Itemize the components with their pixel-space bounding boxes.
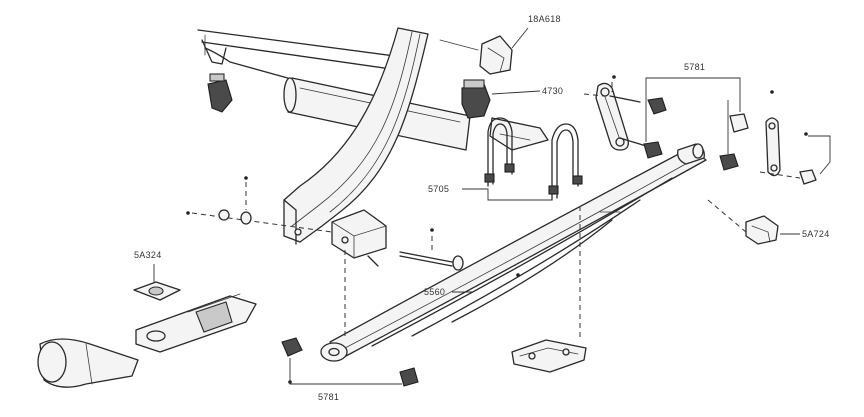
axle-spring-pad <box>489 117 549 151</box>
frame-crossmember <box>197 29 479 99</box>
shackle-link-right <box>765 117 781 177</box>
shackle-bushing-upper-right <box>729 113 749 133</box>
hanger-bolt <box>399 236 464 271</box>
spring-clip-washer: 5A324 <box>133 250 181 301</box>
callout-spring: 5560 <box>424 287 445 297</box>
callout-bumper: 4730 <box>542 86 563 96</box>
spring-clip-strap <box>135 293 257 353</box>
mount-bolt-left <box>191 182 333 233</box>
u-bolt-front <box>484 117 515 187</box>
leaf-spring: 5560 <box>320 143 707 362</box>
callout-bushing-bottom: 5781 <box>318 392 339 402</box>
right-spring-bracket: 5A724 <box>707 199 830 245</box>
bump-stop: 4730 <box>461 79 563 119</box>
callout-bracket-left: 5A324 <box>134 250 162 260</box>
callout-u-bolt: 5705 <box>428 184 449 194</box>
shackle-bushing-upper-left <box>647 97 667 115</box>
spring-eye-bushing-rear <box>399 367 419 387</box>
bumper-clip: 18A618 <box>479 14 561 75</box>
callout-shackle-bushing: 5781 <box>684 62 705 72</box>
frame-side-rail <box>283 27 429 245</box>
spring-clip-tube <box>37 338 139 388</box>
u-bolt-rear <box>548 123 583 201</box>
rubber-bumper-left <box>201 39 233 113</box>
callout-clip: 18A618 <box>528 14 561 24</box>
callout-bushing-bottom-leader: 5781 <box>289 358 402 402</box>
shackle-bushing-lower-right <box>719 153 739 171</box>
shackle-bushing-lower-left <box>643 141 663 159</box>
callout-shackle-bushing-leader: 5781 <box>645 62 741 154</box>
callout-bracket-right: 5A724 <box>802 229 830 239</box>
front-spring-hanger <box>331 209 387 267</box>
assembly-guide-lines <box>344 82 613 340</box>
spring-eye-bushing-front <box>281 337 303 357</box>
spring-plate-lower <box>511 339 587 373</box>
shackle-nut-right <box>759 135 831 185</box>
reference-markers <box>186 75 808 384</box>
spring-shackle <box>595 82 647 151</box>
callout-u-bolt-leader: 5705 <box>428 184 552 201</box>
